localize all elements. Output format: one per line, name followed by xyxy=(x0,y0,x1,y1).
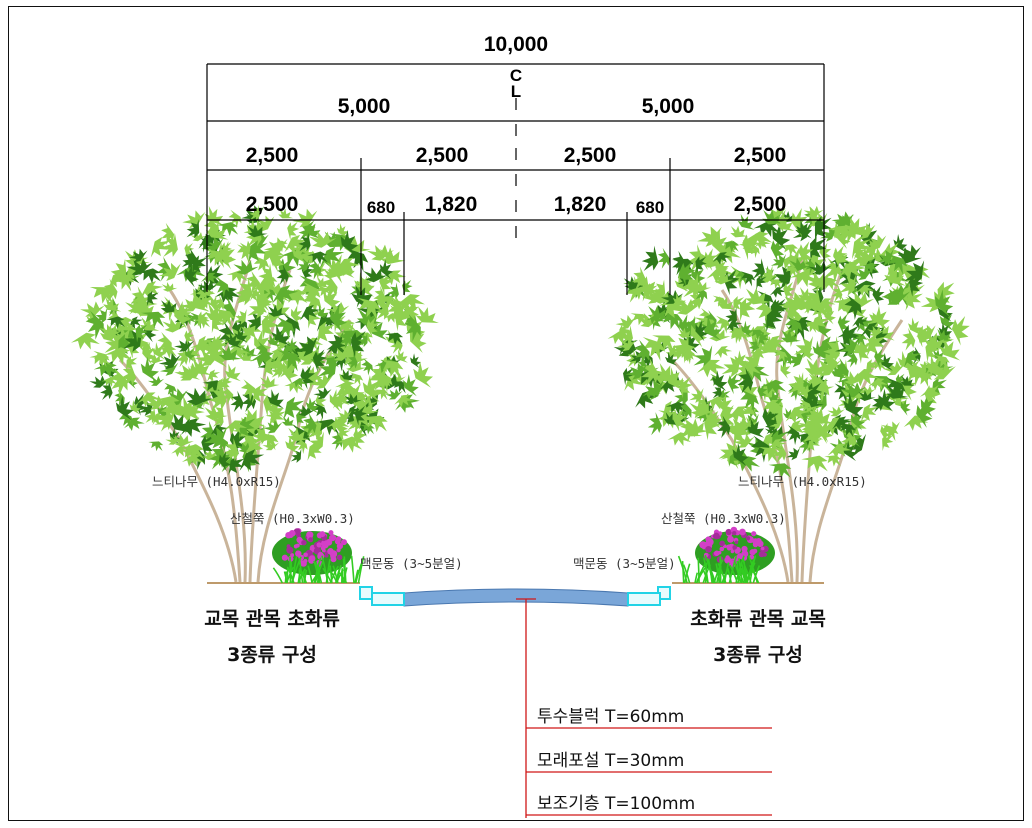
dim-row4-1: 2,500 xyxy=(246,193,299,216)
layer-leader-lines xyxy=(516,598,772,818)
layer-subbase: 보조기층 T=100mm xyxy=(537,794,695,814)
tree-left-foliage xyxy=(69,198,443,480)
dim-row3-2: 2,500 xyxy=(416,144,469,167)
curb-left xyxy=(359,586,405,606)
centerline-l: L xyxy=(511,82,521,101)
dim-half-left: 5,000 xyxy=(338,95,391,118)
azalea-shrub-left xyxy=(272,528,352,575)
dim-row4-6: 2,500 xyxy=(734,193,787,216)
dim-row4-2: 680 xyxy=(367,198,395,217)
permeable-paving xyxy=(403,588,629,607)
layer-sand: 모래포설 T=30mm xyxy=(537,751,684,771)
groundcover-right-label: 맥문동 (3~5분얼) xyxy=(573,556,676,571)
tree-right xyxy=(606,200,973,583)
dim-row3-4: 2,500 xyxy=(734,144,787,167)
dim-row4-4: 1,820 xyxy=(554,193,607,216)
groundcover-grass-right xyxy=(677,554,761,584)
curb-right xyxy=(627,586,671,606)
composition-left-line2: 3종류 구성 xyxy=(227,644,317,666)
tree-right-foliage xyxy=(606,200,973,481)
dim-row3-3: 2,500 xyxy=(564,144,617,167)
dimension-lines xyxy=(206,63,825,295)
layer-permeable-block: 투수블럭 T=60mm xyxy=(537,707,684,727)
dim-row4-5: 680 xyxy=(636,198,664,217)
groundcover-grass-left xyxy=(272,555,365,584)
groundcover-left-label: 맥문동 (3~5분얼) xyxy=(360,556,463,571)
dim-row3-1: 2,500 xyxy=(246,144,299,167)
composition-right-line1: 초화류 관목 교목 xyxy=(690,608,826,630)
drawing-frame xyxy=(8,6,1024,821)
shrub-right-label: 산철쭉 (H0.3xW0.3) xyxy=(661,511,786,526)
dim-half-right: 5,000 xyxy=(642,95,695,118)
composition-right-line2: 3종류 구성 xyxy=(713,644,803,666)
composition-left-line1: 교목 관목 초화류 xyxy=(204,608,340,630)
dim-row4-3: 1,820 xyxy=(425,193,478,216)
centerline-c: C xyxy=(510,66,522,85)
shrub-left-label: 산철쭉 (H0.3xW0.3) xyxy=(230,511,355,526)
dim-total: 10,000 xyxy=(484,33,548,56)
tree-left-label: 느티나무 (H4.0xR15) xyxy=(152,474,281,489)
tree-right-label: 느티나무 (H4.0xR15) xyxy=(738,474,867,489)
tree-left xyxy=(69,198,443,583)
